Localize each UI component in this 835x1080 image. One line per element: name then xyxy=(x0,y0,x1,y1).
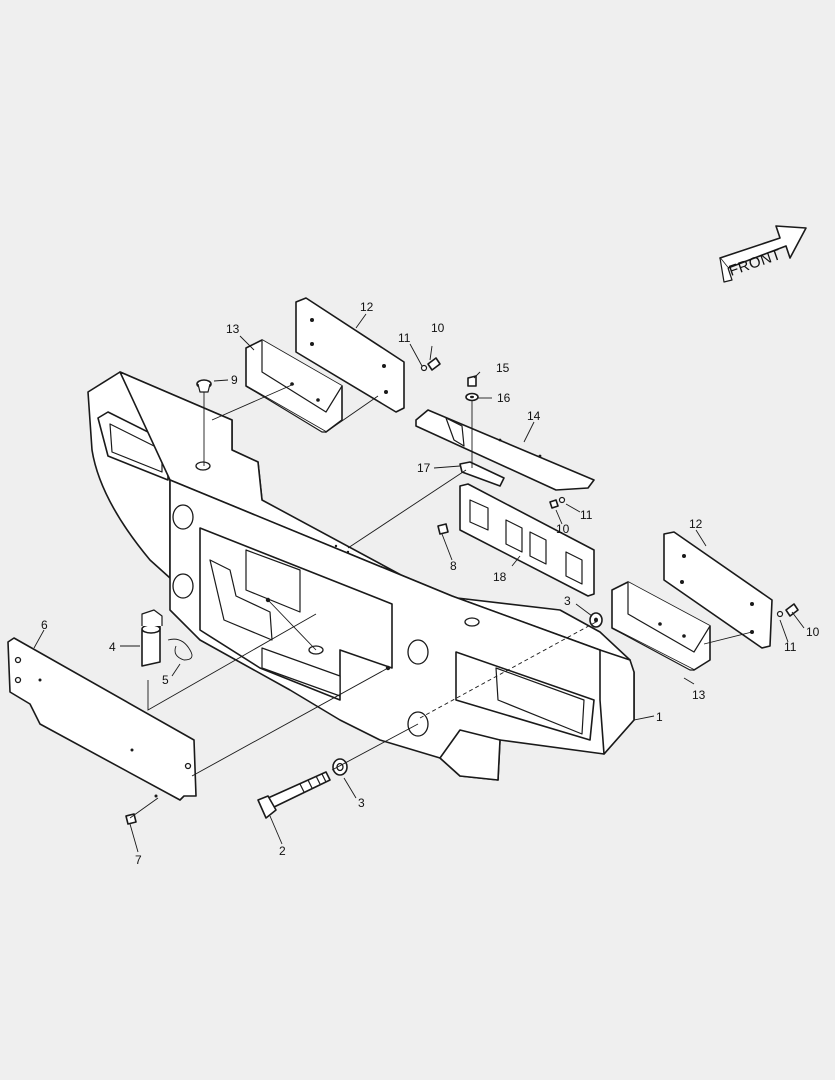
callout-8: 8 xyxy=(450,559,457,573)
callout-14: 14 xyxy=(527,409,541,423)
callout-11-right: 11 xyxy=(784,640,797,654)
top-hole xyxy=(464,617,480,627)
callout-12-right: 12 xyxy=(689,517,703,531)
callout-18: 18 xyxy=(493,570,507,584)
callout-9: 9 xyxy=(231,373,238,387)
front-direction-arrow: FRONT xyxy=(719,225,807,283)
part-4-pin xyxy=(141,609,163,667)
part-13-right-bracket xyxy=(611,581,711,671)
callout-10-right: 10 xyxy=(806,625,820,639)
callout-12-upper: 12 xyxy=(360,300,374,314)
callout-7: 7 xyxy=(135,853,142,867)
callout-10-upper: 10 xyxy=(431,321,445,335)
callout-3-lower: 3 xyxy=(358,796,365,810)
part-12-right-panel xyxy=(663,531,773,649)
part-13-upper-bracket xyxy=(245,339,343,433)
callout-13-right: 13 xyxy=(692,688,706,702)
callout-17: 17 xyxy=(417,461,431,475)
part-17-nut-plate xyxy=(459,461,505,487)
part-7-screw xyxy=(125,813,137,825)
callout-3-upper: 3 xyxy=(564,594,571,608)
part-6-left-plate xyxy=(7,637,197,801)
front-hole xyxy=(407,639,429,665)
part-14-top-cover xyxy=(415,409,595,491)
callout-13-upper: 13 xyxy=(226,322,240,336)
part-3-washer-upper xyxy=(589,612,603,628)
part-10-11-middle-fasteners xyxy=(549,496,566,509)
part-9-plug xyxy=(196,379,212,393)
part-2-bolt xyxy=(257,771,331,819)
callout-1: 1 xyxy=(656,710,663,724)
callout-11-upper: 11 xyxy=(398,331,411,345)
part-15-screw xyxy=(467,375,477,387)
callout-4: 4 xyxy=(109,640,116,654)
part-8-bolt xyxy=(437,523,449,535)
callout-16: 16 xyxy=(497,391,511,405)
callout-labels: 1 2 3 3 4 5 6 7 8 9 10 10 10 11 11 11 12… xyxy=(41,300,820,867)
top-hole xyxy=(195,461,211,471)
part-5-clip xyxy=(167,638,193,661)
callout-5: 5 xyxy=(162,673,169,687)
part-10-11-upper-fasteners xyxy=(420,357,441,372)
callout-leaders xyxy=(33,313,805,853)
part-3-washer-lower xyxy=(332,758,348,776)
assembly-lines xyxy=(129,383,753,819)
part-10-11-right-fasteners xyxy=(776,603,799,618)
callout-11-middle: 11 xyxy=(580,508,593,522)
front-hole xyxy=(172,573,194,599)
callout-2: 2 xyxy=(279,844,286,858)
part-16-washer xyxy=(465,392,479,402)
part-1-counterweight xyxy=(87,371,635,781)
part-12-upper-panel xyxy=(295,297,405,413)
callout-10-middle: 10 xyxy=(556,522,570,536)
callout-6: 6 xyxy=(41,618,48,632)
callout-15: 15 xyxy=(496,361,510,375)
part-18-grille xyxy=(459,483,595,597)
front-hole xyxy=(172,504,194,530)
